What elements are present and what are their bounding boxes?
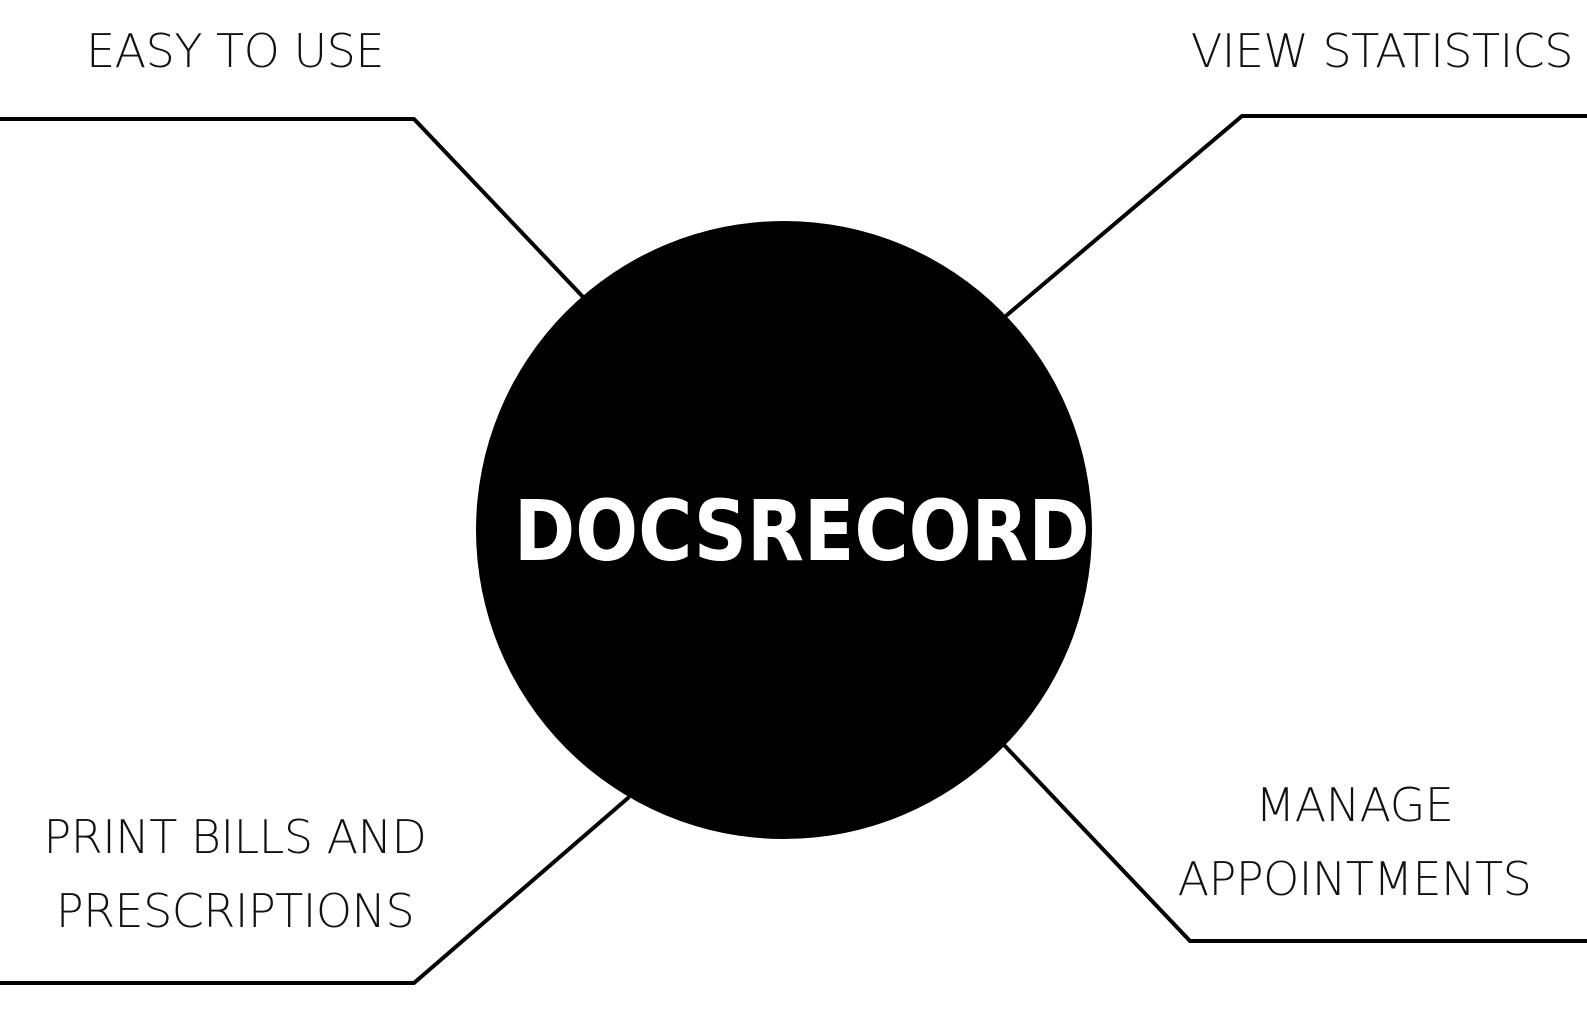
hub-circle bbox=[476, 221, 1092, 839]
feature-label-view-statistics: VIEW STATISTICS bbox=[1190, 14, 1574, 88]
feature-label-easy-to-use: EASY TO USE bbox=[0, 14, 470, 88]
connector-view-statistics bbox=[1005, 114, 1587, 317]
feature-label-line-1: MANAGE bbox=[1255, 778, 1454, 832]
feature-label-print-bills: PRINT BILLS AND PRESCRIPTIONS bbox=[0, 800, 470, 948]
connector-print-bills bbox=[0, 796, 630, 985]
connector-manage-appointments bbox=[1003, 744, 1587, 943]
hub-title: DOCSRECORD bbox=[513, 482, 1090, 580]
connector-easy-to-use bbox=[0, 117, 586, 300]
feature-label-text: VIEW STATISTICS bbox=[1190, 24, 1574, 78]
feature-label-text: EASY TO USE bbox=[86, 24, 384, 78]
feature-label-manage-appointments: MANAGE APPOINTMENTS bbox=[1142, 768, 1567, 916]
feature-label-line-2: PRESCRIPTIONS bbox=[55, 884, 415, 938]
feature-label-line-2: APPOINTMENTS bbox=[1177, 852, 1532, 906]
feature-label-line-1: PRINT BILLS AND bbox=[43, 810, 427, 864]
